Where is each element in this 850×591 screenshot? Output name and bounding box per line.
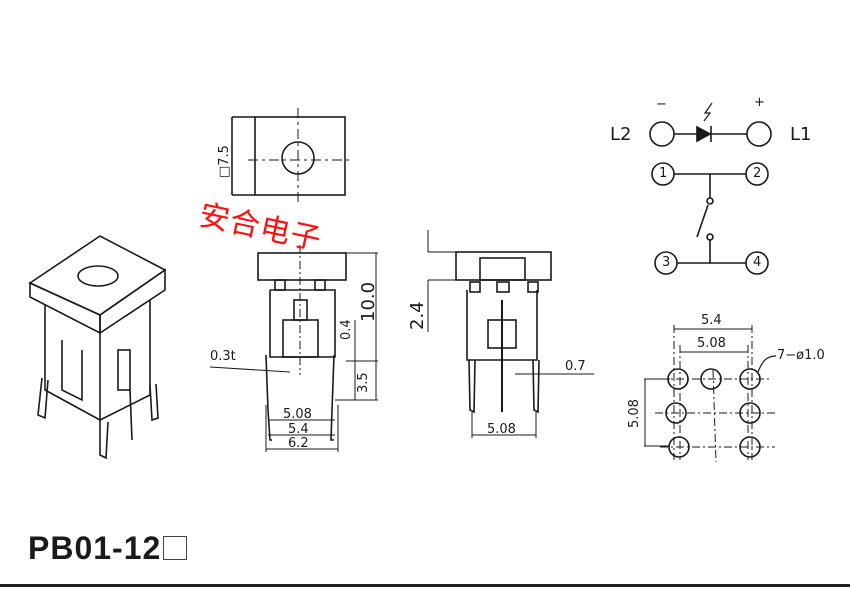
top-view-dimension: □7.5 bbox=[217, 145, 232, 178]
model-title: PB01-12 bbox=[28, 530, 188, 567]
dim-pitch-inner: 5.08 bbox=[283, 407, 312, 422]
bottom-divider bbox=[0, 584, 850, 587]
dim-pitch-mid: 5.4 bbox=[288, 422, 309, 437]
dim-gap: 0.4 bbox=[339, 319, 354, 340]
dim-height-total: 10.0 bbox=[358, 281, 379, 322]
top-view-drawing bbox=[231, 108, 350, 205]
led-minus-label: − bbox=[656, 97, 667, 112]
model-number: PB01-12 bbox=[28, 530, 162, 566]
led-right-label: L1 bbox=[790, 124, 812, 145]
variant-placeholder-box bbox=[163, 536, 188, 560]
pin-4-label: 4 bbox=[753, 255, 762, 270]
front-view-drawing bbox=[209, 245, 378, 452]
dim-width-outer: 6.2 bbox=[288, 436, 309, 451]
pcb-dim-outer: 5.4 bbox=[701, 313, 722, 328]
isometric-switch-drawing bbox=[28, 235, 167, 460]
dim-pin-width: 0.7 bbox=[565, 359, 586, 374]
pin-1-label: 1 bbox=[659, 166, 668, 181]
dim-pin-thickness: 0.3t bbox=[210, 349, 236, 364]
pcb-holes-label: 7−ø1.0 bbox=[777, 348, 825, 363]
pin-2-label: 2 bbox=[753, 166, 762, 181]
dim-travel: 2.4 bbox=[407, 301, 428, 330]
pcb-layout-drawing bbox=[644, 325, 777, 463]
dim-pin-length: 3.5 bbox=[356, 372, 371, 393]
dim-side-pitch: 5.08 bbox=[487, 422, 516, 437]
led-plus-label: + bbox=[754, 95, 765, 110]
side-view-drawing bbox=[427, 230, 594, 438]
pcb-dim-vertical: 5.08 bbox=[627, 399, 642, 428]
led-left-label: L2 bbox=[610, 124, 632, 145]
pcb-dim-inner: 5.08 bbox=[697, 336, 726, 351]
pin-3-label: 3 bbox=[662, 255, 671, 270]
schematic-drawing bbox=[649, 102, 772, 275]
